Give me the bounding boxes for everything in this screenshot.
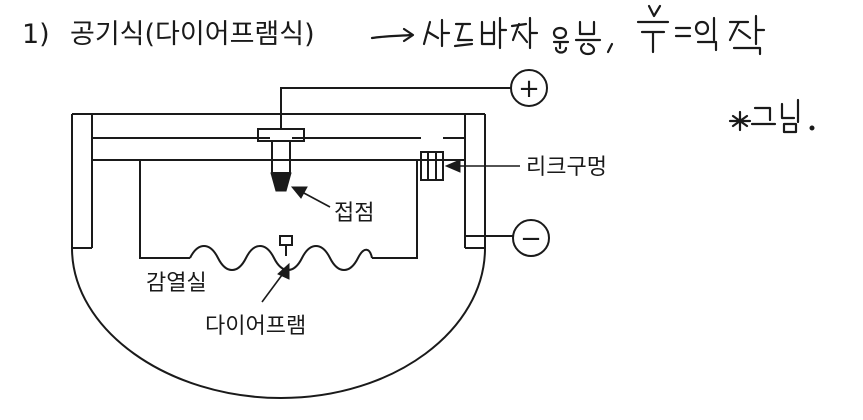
handwritten-note-line1: → 샤를법칙 응용 , V/T = 일정 [372,42,385,45]
handwritten-note-line2: ★ 그림 . [730,128,734,131]
diaphragm-membrane [189,245,373,271]
heat-chamber-label: 감열실 [146,271,207,296]
positive-sign: + [518,74,540,104]
negative-terminal: − [465,219,550,257]
handwritten-note [370,4,815,134]
heading-title: 공기식(다이어프램식) [70,19,315,50]
negative-sign: − [520,224,542,254]
contact-assembly [257,87,511,192]
heading-number: 1) [22,19,50,50]
label-arrows [261,159,520,303]
detector-body [71,113,486,400]
positive-terminal: + [510,69,548,107]
contact-label: 접점 [334,201,374,226]
leak-hole [420,151,444,181]
contact-point [270,172,292,192]
diaphragm-label: 다이어프램 [205,314,306,339]
leak-hole-label: 리크구멍 [526,155,607,180]
